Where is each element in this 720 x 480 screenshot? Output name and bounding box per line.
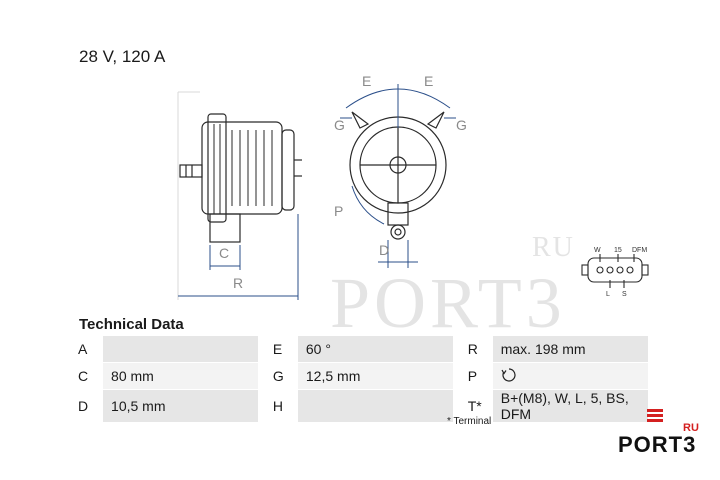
dimension-label-c: C [219, 245, 229, 261]
dimension-label-r: R [233, 275, 243, 291]
spec-value [297, 389, 454, 423]
spec-value: 10,5 mm [103, 389, 259, 423]
technical-data-title: Technical Data [79, 316, 184, 333]
spec-key: P [461, 362, 493, 390]
table-row: D 10,5 mm H T* B+(M8), W, L, 5, BS, DFM [72, 389, 648, 423]
connector-diagram [581, 254, 649, 288]
table-row: C 80 mm G 12,5 mm P [72, 362, 648, 390]
connector-label-w: W [594, 247, 601, 254]
logo[interactable]: PORT3 [618, 432, 697, 457]
clockwise-rotation-icon [501, 367, 516, 382]
dimension-label-p: P [334, 203, 343, 219]
technical-data-table: A E 60 ° R max. 198 mm C 80 mm G 12,5 mm… [72, 336, 648, 423]
spec-key: H [266, 389, 298, 423]
spec-key: C [72, 362, 104, 390]
spec-key: G [266, 362, 298, 390]
logo-ru: RU [683, 422, 699, 434]
dimension-label-d: D [379, 242, 389, 258]
alternator-front-view [349, 111, 447, 240]
spec-key: E [266, 336, 298, 363]
alternator-side-view [179, 113, 302, 243]
watermark-ru: RU [532, 232, 575, 263]
spec-key: T* [461, 389, 493, 423]
spec-key: R [461, 336, 493, 363]
watermark-text: PORT3 [330, 263, 566, 343]
dimension-label-e-left: E [362, 73, 371, 89]
page-title: 28 V, 120 A [79, 47, 166, 66]
dimension-label-e-right: E [424, 73, 433, 89]
connector-label-s: S [622, 291, 627, 298]
dimension-label-g-right: G [456, 117, 467, 133]
logo-piston-icon [647, 409, 663, 422]
connector-label-dfm: DFM [632, 247, 647, 254]
dimension-label-g-left: G [334, 117, 345, 133]
spec-key: A [72, 336, 104, 363]
connector-label-l: L [606, 291, 610, 298]
table-row: A E 60 ° R max. 198 mm [72, 336, 648, 363]
spec-value: 12,5 mm [297, 362, 454, 390]
spec-value: 60 ° [297, 336, 454, 363]
spec-key: D [72, 389, 104, 423]
connector-label-15: 15 [614, 247, 622, 254]
spec-value-rotation [492, 362, 648, 390]
spec-value [103, 336, 259, 363]
spec-value: B+(M8), W, L, 5, BS, DFM [492, 389, 648, 423]
spec-value: 80 mm [103, 362, 259, 390]
spec-value: max. 198 mm [492, 336, 648, 363]
terminal-footnote: * Terminal [447, 416, 492, 427]
